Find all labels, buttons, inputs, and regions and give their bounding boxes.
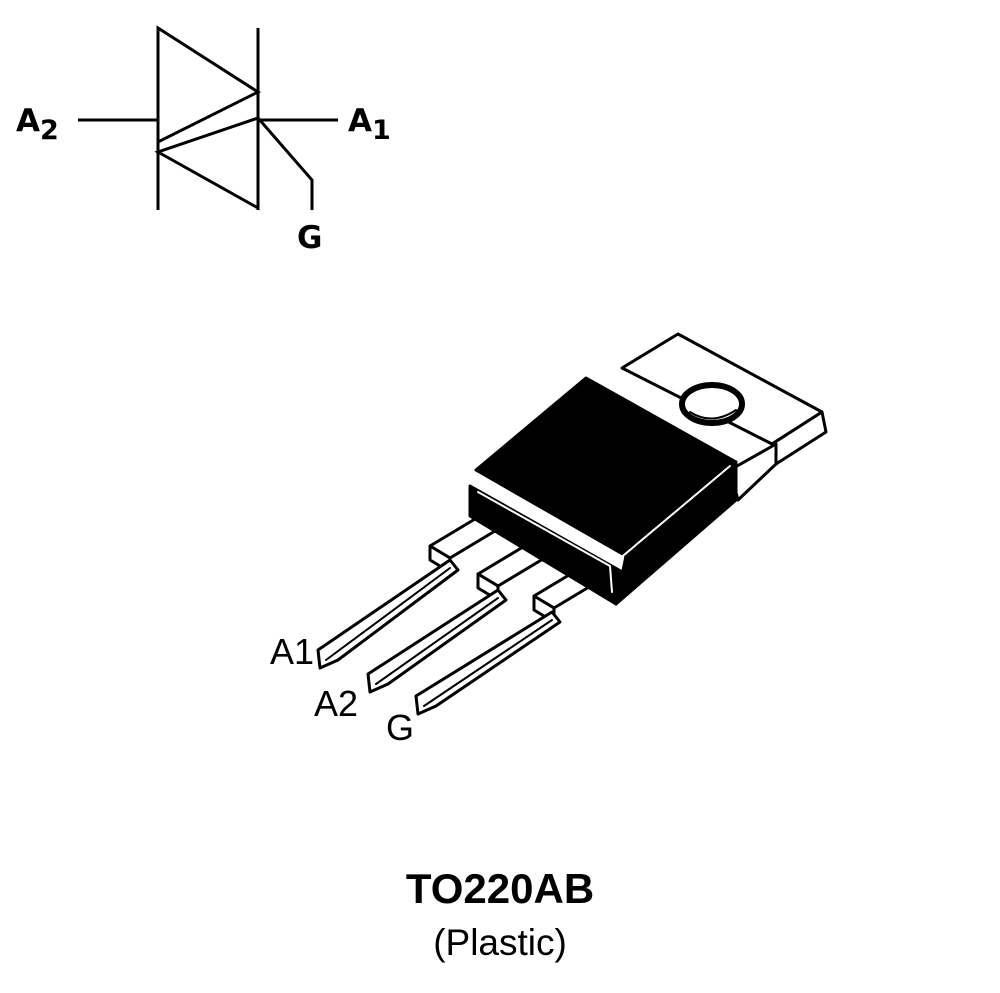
symbol-label-gate: G [297, 220, 322, 256]
pin-a1 [316, 514, 502, 670]
pin-a2-highlight [375, 597, 499, 685]
pin-g-highlight [423, 619, 553, 707]
pin-label-a1: A1 [270, 631, 314, 672]
body-edge-highlight [475, 465, 731, 561]
package-name: TO220AB [405, 865, 595, 912]
to220-package [316, 332, 828, 716]
mounting-hole-inner [689, 409, 737, 420]
symbol-label-a1: A1 [348, 103, 391, 146]
pin-a2 [366, 542, 550, 694]
pin-label-a2: A2 [314, 683, 358, 724]
pin-label-g: G [386, 707, 414, 748]
mounting-hole [679, 382, 745, 426]
diode-triangle-right [156, 25, 262, 145]
body-side [614, 460, 738, 606]
triac-symbol [78, 25, 338, 211]
body-front-highlight [477, 491, 613, 593]
a2-letter: A [16, 103, 40, 139]
diode-triangle-left [154, 115, 260, 211]
package-material: (Plastic) [433, 922, 567, 963]
gate-lead [256, 117, 314, 210]
a2-subscript: 2 [40, 115, 59, 146]
symbol-label-a2: A2 [16, 103, 59, 146]
pin-a1-highlight [325, 567, 451, 661]
a1-letter: A [348, 103, 372, 139]
a1-subscript: 1 [372, 115, 391, 146]
